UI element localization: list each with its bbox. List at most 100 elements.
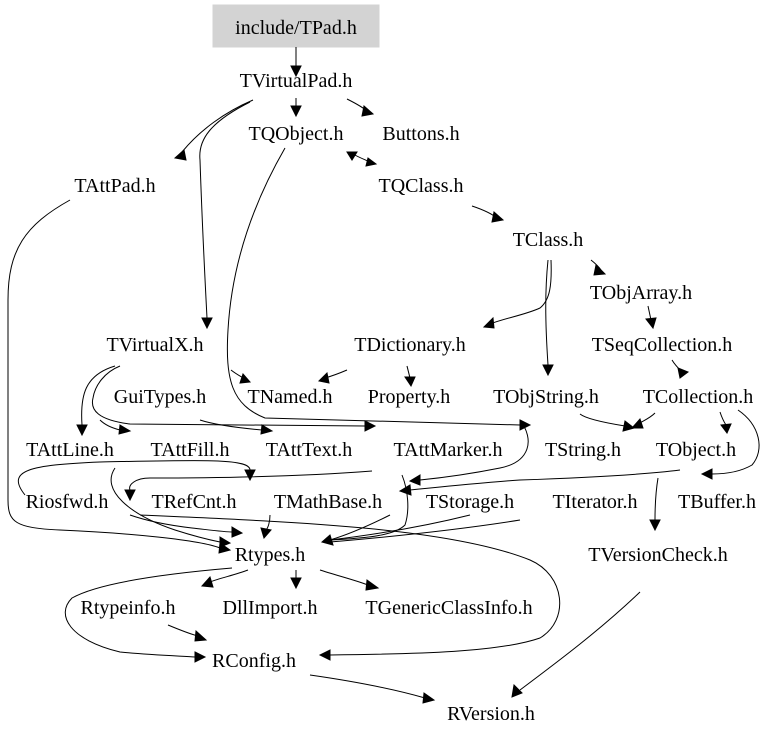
node-tattfill[interactable]: TAttFill.h <box>151 439 230 461</box>
arrowhead <box>346 151 358 161</box>
edge <box>406 365 411 379</box>
arrowhead <box>361 105 375 117</box>
arrowhead <box>630 418 644 429</box>
arrowhead <box>700 468 713 480</box>
arrowhead <box>365 579 380 591</box>
arrowhead <box>260 424 274 435</box>
arrowhead <box>290 105 302 118</box>
node-tobjarray[interactable]: TObjArray.h <box>590 282 692 304</box>
node-tnamed[interactable]: TNamed.h <box>248 386 333 408</box>
node-rversion[interactable]: RVersion.h <box>447 703 535 725</box>
arrowhead <box>219 536 232 548</box>
edge <box>181 99 254 153</box>
arrowhead <box>118 424 132 435</box>
edge <box>64 567 233 658</box>
node-trefcnt[interactable]: TRefCnt.h <box>152 491 237 513</box>
arrowhead <box>720 423 732 434</box>
node-tatttext[interactable]: TAttText.h <box>266 439 352 461</box>
arrowhead <box>244 469 256 482</box>
arrowhead <box>231 526 244 538</box>
edge <box>654 477 659 521</box>
node-tvirtualx[interactable]: TVirtualX.h <box>106 334 203 356</box>
arrowhead <box>124 489 136 502</box>
root-node-box <box>212 4 380 48</box>
arrowhead <box>408 474 421 486</box>
arrowhead <box>677 367 690 379</box>
edge <box>519 591 641 691</box>
edge <box>489 259 552 325</box>
edge <box>309 674 426 699</box>
edge <box>419 419 529 481</box>
arrowheads <box>76 65 732 704</box>
edge <box>110 467 221 543</box>
edge <box>545 259 549 366</box>
edge <box>17 459 251 496</box>
node-tattpad[interactable]: TAttPad.h <box>74 175 155 197</box>
node-tpad[interactable]: include/TPad.h <box>235 17 357 39</box>
node-titerator[interactable]: TIterator.h <box>553 491 638 513</box>
arrowhead <box>398 484 412 496</box>
edge <box>711 409 760 475</box>
arrowhead <box>511 683 523 698</box>
arrowhead <box>194 651 207 663</box>
arrowhead <box>491 211 505 223</box>
arrowhead <box>404 376 416 388</box>
arrowhead <box>239 373 252 384</box>
nodes: include/TPad.h TVirtualPad.h TQObject.h … <box>26 17 756 725</box>
node-tgenericclassinfo[interactable]: TGenericClassInfo.h <box>365 597 532 619</box>
edge <box>129 470 373 491</box>
arrowhead <box>290 65 302 78</box>
edge <box>139 514 561 656</box>
node-tdictionary[interactable]: TDictionary.h <box>354 334 465 356</box>
node-rtypes[interactable]: Rtypes.h <box>235 544 306 566</box>
arrowhead <box>320 534 334 546</box>
arrowhead <box>542 364 554 377</box>
edge <box>324 369 348 379</box>
edge <box>719 411 727 426</box>
node-tobjstring[interactable]: TObjString.h <box>493 386 599 408</box>
edge <box>329 514 391 541</box>
node-tclass[interactable]: TClass.h <box>513 229 584 251</box>
node-rconfig[interactable]: RConfig.h <box>212 650 296 672</box>
node-property[interactable]: Property.h <box>368 386 451 408</box>
arrowhead <box>318 649 331 661</box>
node-buttons[interactable]: Buttons.h <box>382 123 459 145</box>
arrowhead <box>317 371 330 384</box>
edge <box>99 419 121 431</box>
arrowhead <box>645 317 657 330</box>
node-rtypeinfo[interactable]: Rtypeinfo.h <box>81 597 176 619</box>
edge <box>329 514 471 541</box>
node-dllimport[interactable]: DllImport.h <box>223 597 318 619</box>
arrowhead <box>260 527 272 540</box>
arrowhead <box>622 420 636 432</box>
node-tseqcollection[interactable]: TSeqCollection.h <box>592 334 733 356</box>
node-tobject[interactable]: TObject.h <box>656 439 736 461</box>
node-tversioncheck[interactable]: TVersionCheck.h <box>588 544 727 566</box>
node-tstring[interactable]: TString.h <box>545 439 621 461</box>
edge <box>91 365 366 427</box>
node-tattline[interactable]: TAttLine.h <box>26 439 114 461</box>
edge <box>199 101 251 319</box>
node-tqclass[interactable]: TQClass.h <box>379 175 464 197</box>
node-tattmarker[interactable]: TAttMarker.h <box>394 439 503 461</box>
arrowhead <box>200 575 214 588</box>
node-tmathbase[interactable]: TMathBase.h <box>274 491 382 513</box>
edges <box>7 47 760 699</box>
node-guitypes[interactable]: GuiTypes.h <box>114 386 206 408</box>
node-tqobject[interactable]: TQObject.h <box>249 123 344 145</box>
node-tvirtualpad[interactable]: TVirtualPad.h <box>240 70 353 92</box>
node-tbuffer[interactable]: TBuffer.h <box>678 491 756 513</box>
edge <box>199 419 263 431</box>
edge <box>129 514 233 533</box>
arrowhead <box>364 420 377 432</box>
arrowhead <box>76 424 88 437</box>
node-riosfwd[interactable]: Riosfwd.h <box>26 491 109 513</box>
arrowhead <box>173 149 187 161</box>
node-tcollection[interactable]: TCollection.h <box>643 386 754 408</box>
edge <box>319 569 369 586</box>
edge <box>167 624 199 637</box>
edge <box>647 305 652 321</box>
node-tstorage[interactable]: TStorage.h <box>426 491 514 513</box>
edge <box>209 569 249 583</box>
